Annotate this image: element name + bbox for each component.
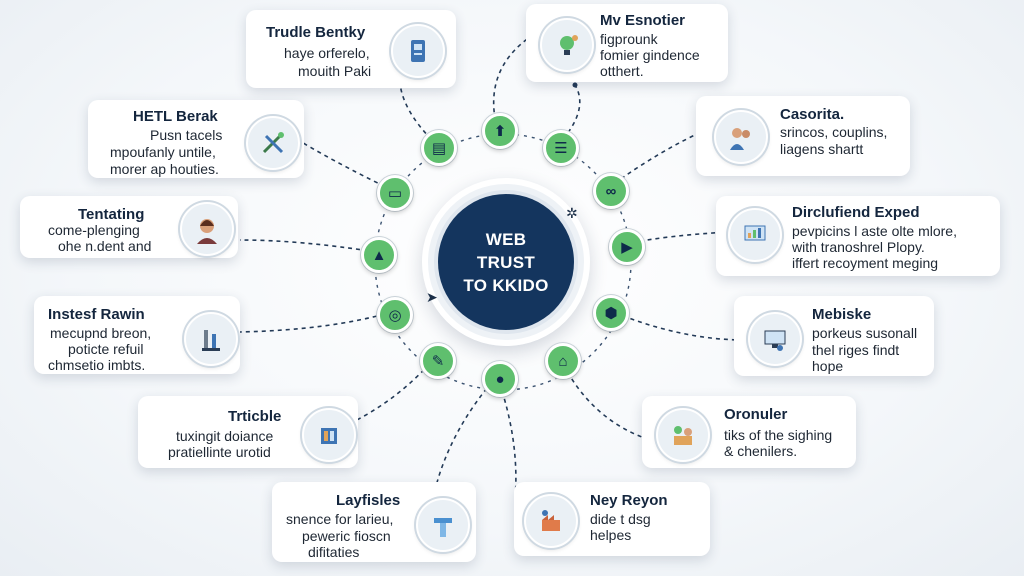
- card-line: liagens shartt: [780, 141, 864, 157]
- card-line: tuxingit doiance: [176, 428, 274, 444]
- arrow-icon: ➤: [426, 289, 438, 305]
- node-pen[interactable]: ✎: [420, 343, 456, 379]
- card-line: haye orferelo,: [284, 45, 370, 61]
- cloud-up-icon: ⬆: [493, 123, 507, 140]
- card-line: thel riges findt: [812, 342, 900, 358]
- card-line: snence for larieu,: [286, 511, 394, 527]
- card-title: HETL Berak: [133, 108, 218, 125]
- play-icon: ▶: [621, 239, 633, 256]
- node-play[interactable]: ▶: [609, 229, 645, 265]
- card-layfisles[interactable]: Layfisles snence for larieu, peweric fio…: [272, 482, 476, 562]
- card-line: mouith Paki: [298, 63, 372, 79]
- card-line: porkeus susonall: [812, 325, 918, 341]
- card-oronuler[interactable]: Oronuler tiks of the sighing & chenilers…: [642, 396, 856, 468]
- basket-icon: ☰: [554, 140, 568, 157]
- card-line: pevpicins l aste olte mlore,: [792, 223, 957, 239]
- card-line: iffert recoyment meging: [792, 255, 939, 271]
- card-line: fomier gindence: [600, 47, 700, 63]
- monitor-icon: [748, 312, 802, 366]
- card-line: pratiellinte urotid: [168, 444, 271, 460]
- sparkle-icon: ✲: [566, 205, 578, 221]
- node-clipboard[interactable]: ▤: [421, 130, 457, 166]
- card-mebiske[interactable]: Mebiske porkeus susonall thel riges find…: [734, 296, 934, 376]
- node-glasses[interactable]: ∞: [593, 173, 629, 209]
- card-line: poticte refuil: [68, 341, 144, 357]
- card-line: Pusn tacels: [150, 127, 223, 143]
- card-line: mpoufanly untile,: [110, 144, 216, 160]
- node-basket[interactable]: ☰: [543, 130, 579, 166]
- node-home[interactable]: ⌂: [545, 343, 581, 379]
- card-title: Casorita.: [780, 106, 845, 123]
- card-title: Ney Reyon: [590, 492, 668, 509]
- card-title: Tentating: [78, 206, 145, 223]
- card-tentating[interactable]: Tentating come-plenging ohe n.dent and: [20, 196, 238, 258]
- card-trudie[interactable]: Trudle Bentky haye orferelo, mouith Paki: [246, 10, 456, 88]
- card-line: figprounk: [600, 31, 658, 47]
- person-icon: [180, 202, 234, 256]
- card-title: Oronuler: [724, 406, 788, 423]
- card-title: Dirclufiend Exped: [792, 204, 920, 221]
- couple-icon: [714, 110, 768, 164]
- card-line: with tranoshrel Plopy.: [792, 239, 925, 255]
- hub-line-1: WEB: [485, 229, 527, 249]
- warning-icon: ▲: [371, 246, 387, 264]
- stand-icon: [416, 498, 470, 552]
- card-title: Mebiske: [812, 306, 872, 323]
- card-line: dide t dsg: [590, 511, 651, 527]
- lab-icon: [184, 312, 238, 366]
- hub-line-2: TRUST: [476, 252, 536, 272]
- card-icon: ▭: [387, 185, 403, 202]
- glasses-icon: ∞: [605, 182, 617, 200]
- card-dirclufiend[interactable]: Dirclufiend Exped pevpicins l aste olte …: [716, 196, 1000, 276]
- charts-icon: [728, 208, 782, 262]
- card-casorita[interactable]: Casorita. srincos, couplins, liagens sha…: [696, 96, 910, 176]
- node-card[interactable]: ▭: [377, 175, 413, 211]
- card-line: hope: [812, 358, 844, 374]
- pin-icon: ●: [495, 370, 505, 388]
- target-icon: ◎: [388, 307, 402, 324]
- card-line: chmsetio imbts.: [48, 357, 146, 373]
- card-hetl[interactable]: HETL Berak Pusn tacels mpoufanly untile,…: [88, 100, 304, 178]
- shield-icon: ⬢: [604, 305, 618, 322]
- card-line: tiks of the sighing: [724, 427, 833, 443]
- card-title: Trticble: [228, 408, 282, 425]
- tools-icon: [246, 116, 300, 170]
- card-my-esnotier[interactable]: Mv Esnotier figprounk fomier gindence ot…: [526, 4, 728, 82]
- card-line: ohe n.dent and: [58, 238, 152, 254]
- factory-icon: [524, 494, 578, 548]
- tablet-icon: [302, 408, 356, 462]
- pen-icon: ✎: [431, 353, 445, 370]
- card-trticble[interactable]: Trticble tuxingit doiance pratiellinte u…: [138, 396, 358, 468]
- card-line: mecupnd breon,: [50, 325, 152, 341]
- node-warning[interactable]: ▲: [361, 237, 397, 273]
- card-line: come-plenging: [48, 222, 140, 238]
- team-icon: [656, 408, 710, 462]
- card-line: & chenilers.: [724, 443, 798, 459]
- card-ney-reyon[interactable]: Ney Reyon dide t dsg helpes: [514, 482, 710, 556]
- clipboard-icon: ▤: [431, 140, 447, 157]
- card-line: peweric fioscn: [302, 528, 391, 544]
- central-hub[interactable]: WEB TRUST TO KKIDO: [438, 194, 574, 330]
- node-shield[interactable]: ⬢: [593, 295, 629, 331]
- node-target[interactable]: ◎: [377, 297, 413, 333]
- node-cloud-up[interactable]: ⬆: [482, 113, 518, 149]
- idea-icon: [540, 18, 594, 72]
- card-title: Instesf Rawin: [48, 306, 145, 323]
- card-line: difitaties: [308, 544, 360, 560]
- node-pin[interactable]: ●: [482, 361, 518, 397]
- card-line: morer ap houties.: [110, 161, 219, 177]
- home-icon: ⌂: [558, 352, 568, 370]
- card-title: Mv Esnotier: [600, 12, 686, 29]
- hub-line-3: TO KKIDO: [463, 275, 549, 295]
- document-icon: [391, 24, 445, 78]
- card-title: Layfisles: [336, 492, 401, 509]
- card-line: srincos, couplins,: [780, 124, 888, 140]
- card-line: otthert.: [600, 63, 644, 79]
- card-title: Trudle Bentky: [266, 24, 366, 41]
- card-line: helpes: [590, 527, 632, 543]
- card-instesf[interactable]: Instesf Rawin mecupnd breon, poticte ref…: [34, 296, 240, 374]
